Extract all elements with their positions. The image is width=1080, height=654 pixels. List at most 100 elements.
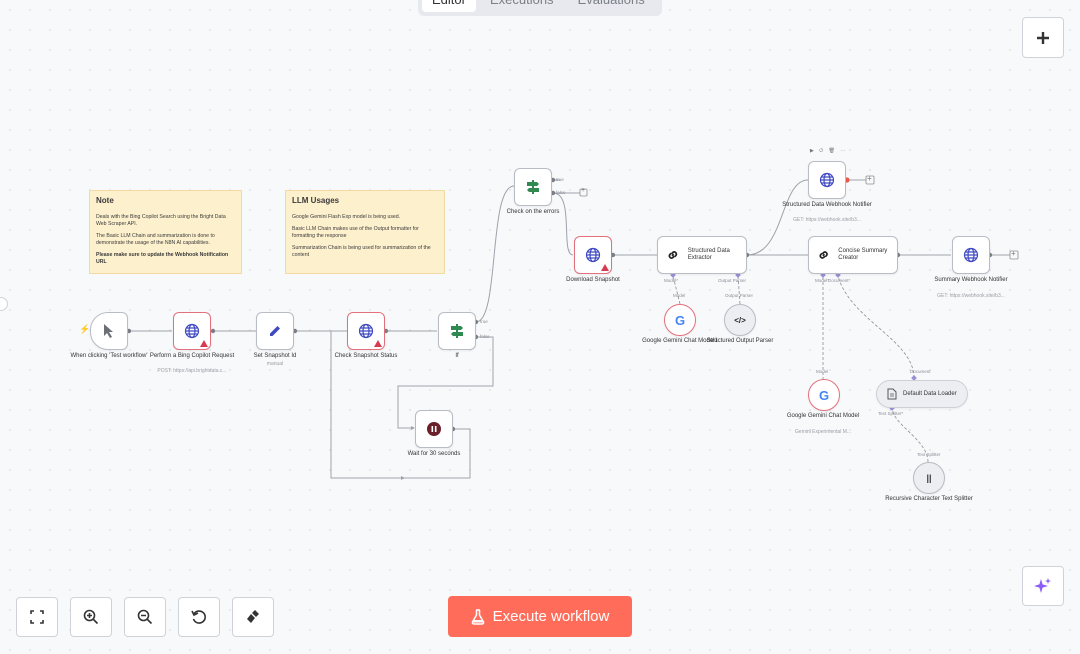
port-label: Document* (828, 278, 851, 283)
sticky-note-2[interactable]: LLM Usages Google Gemini Flash Exp model… (285, 190, 445, 274)
ai-assistant-button[interactable] (1022, 566, 1064, 606)
node-check-snapshot-status[interactable] (347, 312, 385, 350)
node-structured-output-parser[interactable]: </> (724, 304, 756, 336)
google-icon: G (674, 312, 686, 328)
node-subtitle: POST: https://api.brightdata.c... (157, 368, 227, 374)
node-label: Check on the errors (506, 209, 560, 215)
node-bing-request[interactable] (173, 312, 211, 350)
node-set-snapshot-id[interactable] (256, 312, 294, 350)
conn-errors-download (552, 192, 574, 256)
node-label: Summary Webhook Notifier (934, 277, 1008, 283)
port-label: Model (816, 369, 829, 374)
node-structured-data-webhook[interactable] (808, 161, 846, 199)
node-label: Structured Data Extractor (687, 248, 730, 261)
signpost-icon (451, 324, 463, 338)
zoom-in-icon (83, 609, 99, 625)
splitter-icon: || (926, 473, 932, 483)
node-default-data-loader[interactable]: Default Data Loader (876, 380, 968, 408)
note-line: Basic LLM Chain makes use of the Output … (292, 226, 419, 239)
add-after-sd-webhook-icon[interactable]: + (867, 174, 872, 183)
globe-icon (963, 247, 979, 263)
note-title: Note (96, 196, 114, 205)
node-subtitle: manual (266, 361, 284, 367)
globe-icon (358, 323, 374, 339)
fit-view-icon (30, 610, 44, 624)
node-gemini-chat-model-1[interactable]: G (664, 304, 696, 336)
tab-executions[interactable]: Executions (480, 0, 564, 12)
port-label: Text Splitter* (878, 411, 904, 416)
node-label: Wait for 30 seconds (407, 451, 461, 457)
note-line: Please make sure to update the Webhook N… (96, 252, 229, 265)
globe-icon (819, 172, 835, 188)
port-label: Document (910, 369, 931, 374)
conn-splitter-loader (891, 407, 929, 463)
tab-evaluations[interactable]: Evaluations (568, 0, 655, 12)
note-line: Summarization Chain is being used for su… (292, 245, 431, 258)
node-text-splitter[interactable]: || (913, 462, 945, 494)
port-label: Model (673, 293, 686, 298)
conn-wait-check (330, 330, 471, 479)
note-title: LLM Usages (292, 196, 340, 205)
node-structured-data-extractor[interactable]: Structured Data Extractor (657, 236, 747, 274)
execute-workflow-button[interactable]: Execute workflow (448, 596, 632, 637)
sparkle-icon (1034, 578, 1051, 593)
tidy-up-icon (247, 610, 259, 623)
port-label: false (480, 334, 490, 339)
chain-link-icon (668, 251, 678, 259)
port-label: Model* (664, 278, 679, 283)
node-concise-summary-creator[interactable]: Concise Summary Creator (808, 236, 898, 274)
zoom-out-icon (137, 609, 153, 625)
signpost-icon (527, 180, 539, 194)
node-gemini-chat-model[interactable]: G (808, 379, 840, 411)
node-download-snapshot[interactable] (574, 236, 612, 274)
node-label: Google Gemini Chat Model1 (642, 338, 718, 344)
conn-extractor-webhook (746, 179, 809, 256)
chain-link-icon (819, 251, 828, 259)
port-label: false (556, 190, 566, 195)
cursor-icon (104, 324, 113, 338)
tab-editor[interactable]: Editor (422, 0, 476, 12)
document-icon (887, 388, 897, 400)
add-after-sum-webhook-icon[interactable]: + (1011, 249, 1016, 258)
port-label: Text Splitter (917, 452, 941, 457)
node-summary-webhook[interactable] (952, 236, 990, 274)
port-label: true (480, 319, 488, 324)
add-node-button[interactable] (1022, 17, 1064, 58)
conn-if-wait (397, 336, 494, 429)
node-label: Download Snapshot (566, 277, 620, 283)
node-subtitle: GET: https://webhook.site/b3... (793, 217, 861, 223)
tidy-up-button[interactable] (232, 597, 274, 637)
node-label: Check Snapshot Status (334, 353, 398, 359)
node-if[interactable] (438, 312, 476, 350)
plus-icon (1037, 31, 1049, 44)
conn-loader-summary (837, 275, 915, 379)
note-line: Deals with the Bing Copilot Search using… (96, 214, 226, 227)
node-label: When clicking 'Test workflow' (70, 353, 148, 359)
node-label: Concise Summary Creator (838, 248, 888, 261)
node-manual-trigger[interactable] (90, 312, 128, 350)
view-tabs: Editor Executions Evaluations (418, 0, 662, 16)
execute-label: Execute workflow (492, 608, 610, 625)
reset-zoom-button[interactable] (178, 597, 220, 637)
warning-icon (374, 340, 382, 347)
node-check-errors[interactable] (514, 168, 552, 206)
globe-icon (585, 247, 601, 263)
add-after-errors-icon[interactable]: + (581, 187, 586, 194)
sticky-note-1[interactable]: Note Deals with the Bing Copilot Search … (89, 190, 242, 274)
node-label: Recursive Character Text Splitter (885, 496, 973, 502)
zoom-in-button[interactable] (70, 597, 112, 637)
zoom-out-button[interactable] (124, 597, 166, 637)
node-label: Structured Output Parser (706, 338, 774, 344)
fit-view-button[interactable] (16, 597, 58, 637)
pause-icon (427, 422, 441, 436)
globe-icon (184, 323, 200, 339)
code-icon: </> (734, 315, 746, 325)
google-icon: G (818, 387, 830, 403)
note-line: The Basic LLM Chain and summarization is… (96, 233, 215, 246)
node-wait[interactable] (415, 410, 453, 448)
node-hover-actions[interactable]: ▶ ⏻ 🗑 ⋯ (810, 148, 848, 154)
node-label: If (455, 353, 459, 359)
warning-icon (200, 340, 208, 347)
port-label: Output Parser (725, 293, 754, 298)
